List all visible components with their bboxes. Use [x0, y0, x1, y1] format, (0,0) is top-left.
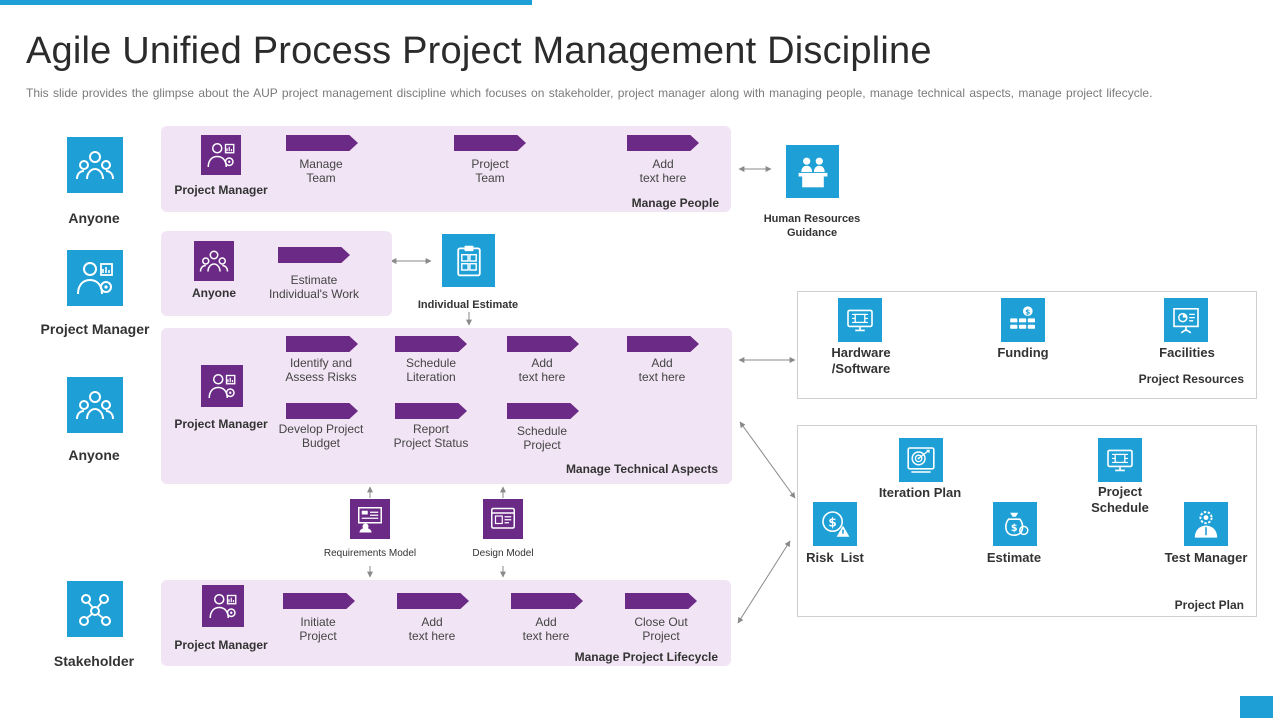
- presentation-icon: [1164, 298, 1208, 342]
- connector-technical-plan: [739, 421, 796, 499]
- dollar-warning-icon: [813, 502, 857, 546]
- chip-icon: [838, 298, 882, 342]
- requirements-model-label: Requirements Model: [323, 548, 417, 559]
- role-anyone-1: Anyone: [68, 210, 120, 226]
- page-title: Agile Unified Process Project Management…: [26, 30, 932, 72]
- manager-icon: [201, 135, 241, 175]
- technical-owner: Project Manager: [174, 417, 268, 431]
- step-close-out-project: Close Out Project: [634, 615, 688, 643]
- resource-hardware: Hardware /Software: [831, 345, 891, 376]
- step-identify-risks: Identify and Assess Risks: [285, 356, 357, 384]
- step-schedule-project: Schedule Project: [516, 424, 568, 452]
- top-accent-bar: [0, 0, 532, 5]
- step-add-text: Add text here: [518, 356, 566, 384]
- step-arrow: [286, 336, 358, 352]
- plan-estimate: Estimate: [986, 550, 1042, 565]
- step-arrow: [511, 593, 583, 609]
- step-add-text: Add text here: [639, 157, 687, 185]
- step-schedule-literation: Schedule Literation: [405, 356, 457, 384]
- step-arrow: [507, 403, 579, 419]
- step-arrow: [286, 403, 358, 419]
- step-initiate-project: Initiate Project: [299, 615, 337, 643]
- gear-person-icon: [1184, 502, 1228, 546]
- technical-title: Manage Technical Aspects: [565, 462, 718, 476]
- step-arrow: [625, 593, 697, 609]
- diagram-icon: [350, 499, 390, 539]
- role-project-manager: Project Manager: [40, 321, 150, 337]
- manage-people-owner: Project Manager: [174, 183, 268, 197]
- lifecycle-owner: Project Manager: [174, 638, 268, 652]
- estimate-owner: Anyone: [191, 286, 236, 300]
- plan-iteration-plan: Iteration Plan: [878, 485, 962, 500]
- step-add-text: Add text here: [638, 356, 686, 384]
- step-estimate-work: Estimate Individual's Work: [268, 273, 360, 301]
- project-resources-title: Project Resources: [1138, 372, 1244, 386]
- money-icon: [1001, 298, 1045, 342]
- connector-lifecycle-plan: [737, 540, 791, 624]
- step-report-status: Report Project Status: [393, 422, 469, 450]
- browser-icon: [483, 499, 523, 539]
- team-icon: [67, 377, 123, 433]
- team-icon: [194, 241, 234, 281]
- lifecycle-title: Manage Project Lifecycle: [574, 650, 718, 664]
- step-arrow: [454, 135, 526, 151]
- step-arrow: [627, 135, 699, 151]
- manager-icon: [67, 250, 123, 306]
- corner-accent: [1240, 696, 1273, 718]
- team-icon: [67, 137, 123, 193]
- stakeholder-icon: [67, 581, 123, 637]
- money-bag-icon: [993, 502, 1037, 546]
- step-manage-team: Manage Team: [299, 157, 343, 185]
- plan-test-manager: Test Manager: [1164, 550, 1248, 565]
- step-arrow: [627, 336, 699, 352]
- step-arrow: [395, 403, 467, 419]
- manager-icon: [201, 365, 243, 407]
- project-plan-title: Project Plan: [1174, 598, 1244, 612]
- step-arrow: [286, 135, 358, 151]
- step-arrow: [395, 336, 467, 352]
- meeting-icon: [786, 145, 839, 198]
- role-anyone-2: Anyone: [68, 447, 120, 463]
- step-arrow: [397, 593, 469, 609]
- individual-estimate-label: Individual Estimate: [417, 299, 519, 311]
- human-resources-label: Human Resources Guidance: [763, 213, 861, 239]
- step-add-text: Add text here: [408, 615, 456, 643]
- page-subtitle: This slide provides the glimpse about th…: [26, 86, 1153, 100]
- manager-icon: [202, 585, 244, 627]
- manage-people-title: Manage People: [631, 196, 719, 210]
- plan-risk-list: Risk List: [806, 550, 864, 565]
- resource-facilities: Facilities: [1159, 345, 1215, 360]
- target-icon: [899, 438, 943, 482]
- clipboard-icon: [442, 234, 495, 287]
- resource-funding: Funding: [997, 345, 1049, 360]
- step-arrow: [507, 336, 579, 352]
- plan-project-schedule: Project Schedule: [1091, 484, 1149, 515]
- step-project-team: Project Team: [471, 157, 509, 185]
- step-develop-budget: Develop Project Budget: [278, 422, 364, 450]
- step-add-text: Add text here: [522, 615, 570, 643]
- step-arrow: [283, 593, 355, 609]
- step-arrow: [278, 247, 350, 263]
- design-model-label: Design Model: [472, 548, 534, 559]
- chip-icon: [1098, 438, 1142, 482]
- role-stakeholder: Stakeholder: [53, 653, 135, 669]
